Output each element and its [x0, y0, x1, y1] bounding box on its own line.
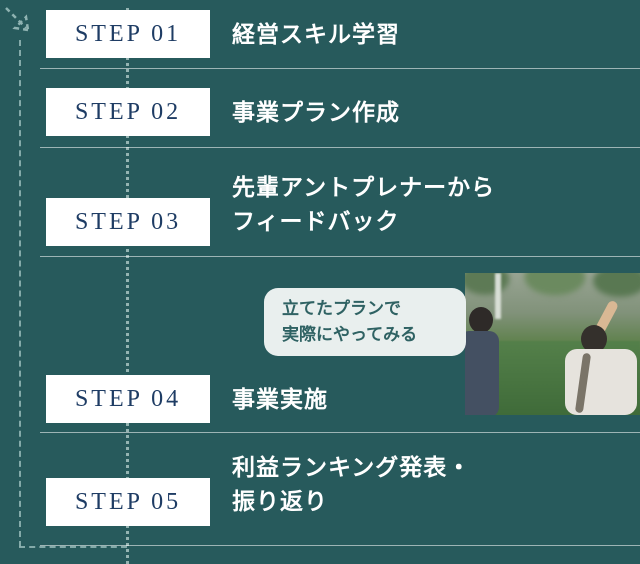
row-divider-1 — [40, 68, 640, 69]
step-badge-5: STEP 05 — [46, 478, 210, 526]
step-badge-1-label: STEP 01 — [74, 20, 182, 47]
row-divider-4 — [40, 432, 640, 433]
step-badge-3: STEP 03 — [46, 198, 210, 246]
dotted-connector-line — [126, 8, 129, 564]
photo-pole — [495, 273, 501, 319]
speech-bubble-line1: 立てたプランで — [282, 298, 401, 318]
speech-bubble: 立てたプランで 実際にやってみる — [264, 288, 466, 356]
step-title-1-line: 経営スキル学習 — [232, 21, 400, 47]
step-title-3-line1: 先輩アントプレナーから — [232, 174, 496, 200]
row-divider-3 — [40, 256, 640, 257]
photo-person-right-head — [581, 325, 607, 353]
step-title-4-line: 事業実施 — [232, 386, 328, 412]
dashed-flow-line-bottom — [19, 546, 127, 548]
step-title-3-line2: フィードバック — [232, 208, 400, 234]
row-divider-5 — [40, 545, 640, 546]
photo-person-left-head — [469, 307, 493, 333]
step-title-5-line2: 振り返り — [232, 488, 328, 514]
dashed-arrow-icon — [5, 7, 30, 32]
photo-person-left-body — [465, 331, 499, 415]
step-badge-2-label: STEP 02 — [74, 98, 182, 125]
step-title-5-line1: 利益ランキング発表・ — [232, 454, 472, 480]
step-title-5: 利益ランキング発表・ 振り返り — [232, 450, 471, 518]
step-title-3: 先輩アントプレナーから フィードバック — [232, 170, 495, 238]
step-badge-1: STEP 01 — [46, 10, 210, 58]
step-badge-3-label: STEP 03 — [74, 208, 182, 235]
photo-person-left — [465, 307, 501, 415]
students-outdoors-photo — [465, 273, 640, 415]
dashed-flow-line-left — [19, 40, 21, 547]
step-title-2: 事業プラン作成 — [232, 95, 400, 129]
photo-person-right — [561, 295, 640, 415]
step-title-1: 経営スキル学習 — [232, 17, 400, 51]
step-badge-4: STEP 04 — [46, 375, 210, 423]
step-title-2-line: 事業プラン作成 — [232, 99, 400, 125]
step-badge-2: STEP 02 — [46, 88, 210, 136]
step-title-4: 事業実施 — [232, 382, 328, 416]
speech-bubble-line2: 実際にやってみる — [282, 325, 418, 344]
step-badge-4-label: STEP 04 — [74, 385, 182, 412]
row-divider-2 — [40, 147, 640, 148]
step-badge-5-label: STEP 05 — [74, 488, 182, 515]
